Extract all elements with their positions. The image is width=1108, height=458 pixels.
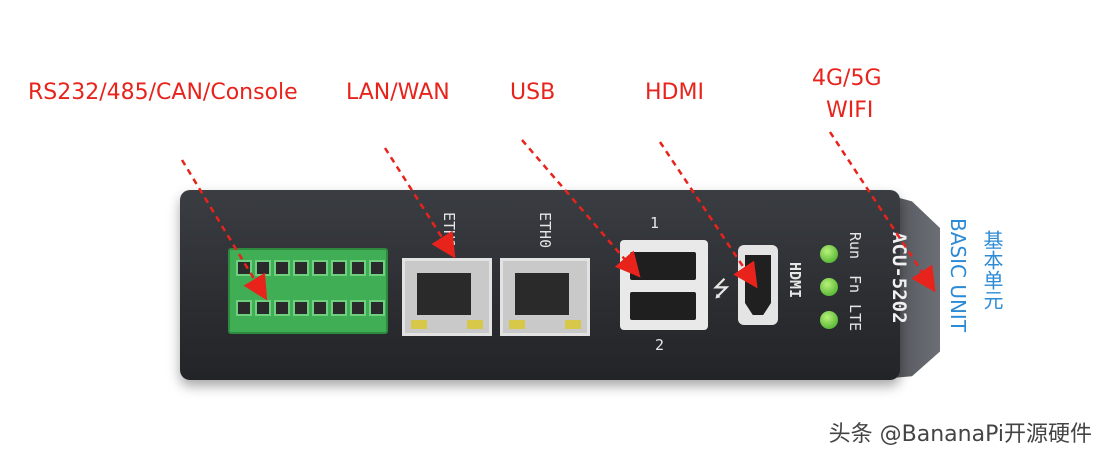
ethernet-led [565,320,581,329]
terminal-pin [312,260,328,276]
usb-slot [630,252,696,280]
serial-ports-label: RS232/485/CAN/Console [28,80,298,105]
hdmi-arrow [658,141,758,289]
run-led-label: Run [846,232,864,260]
lan-wan-label: LAN/WAN [346,80,450,105]
ethernet-port-eth0 [500,258,590,336]
terminal-pin [255,300,271,316]
watermark: 头条 @BananaPi开源硬件 [828,422,1092,447]
terminal-pin [369,300,385,316]
ethernet-socket [515,273,569,315]
fn-led [820,278,838,296]
terminal-pin [274,300,290,316]
ethernet-port-eth1 [402,258,492,336]
serial-arrow [180,159,268,301]
hdmi-label: HDMI [645,80,704,105]
terminal-pin [350,260,366,276]
wireless-label-bottom: WIFI [826,98,874,123]
lan-arrow [383,147,456,259]
usb-symbol-icon: ⭍ [712,277,731,302]
terminal-pin [369,260,385,276]
usb-slot [630,292,696,320]
terminal-pin [293,300,309,316]
terminal-pin [293,260,309,276]
usb-1-label: 1 [650,214,660,232]
basic-unit-cn-label: 基本单元 [980,230,1004,310]
fn-led-label: Fn [846,275,864,294]
terminal-pin [331,300,347,316]
lte-led-label: LTE [846,304,864,332]
basic-unit-en-label: BASIC UNIT [946,218,970,333]
terminal-pin [312,300,328,316]
run-led [820,245,838,263]
ethernet-led [411,320,427,329]
usb-label: USB [510,80,556,105]
eth0-label: ETH0 [536,212,554,249]
terminal-pin [331,260,347,276]
terminal-pin [274,260,290,276]
ethernet-socket [417,273,471,315]
lte-led [820,311,838,329]
model-label: ACU-5202 [888,232,910,324]
terminal-pin [236,300,252,316]
wireless-arrow [828,131,936,293]
usb-2-label: 2 [655,336,665,354]
usb-arrow [521,139,641,278]
ethernet-led [467,320,483,329]
wireless-label-top: 4G/5G [812,66,882,91]
ethernet-led [509,320,525,329]
terminal-pin [350,300,366,316]
hdmi-port-label: HDMI [786,262,804,299]
